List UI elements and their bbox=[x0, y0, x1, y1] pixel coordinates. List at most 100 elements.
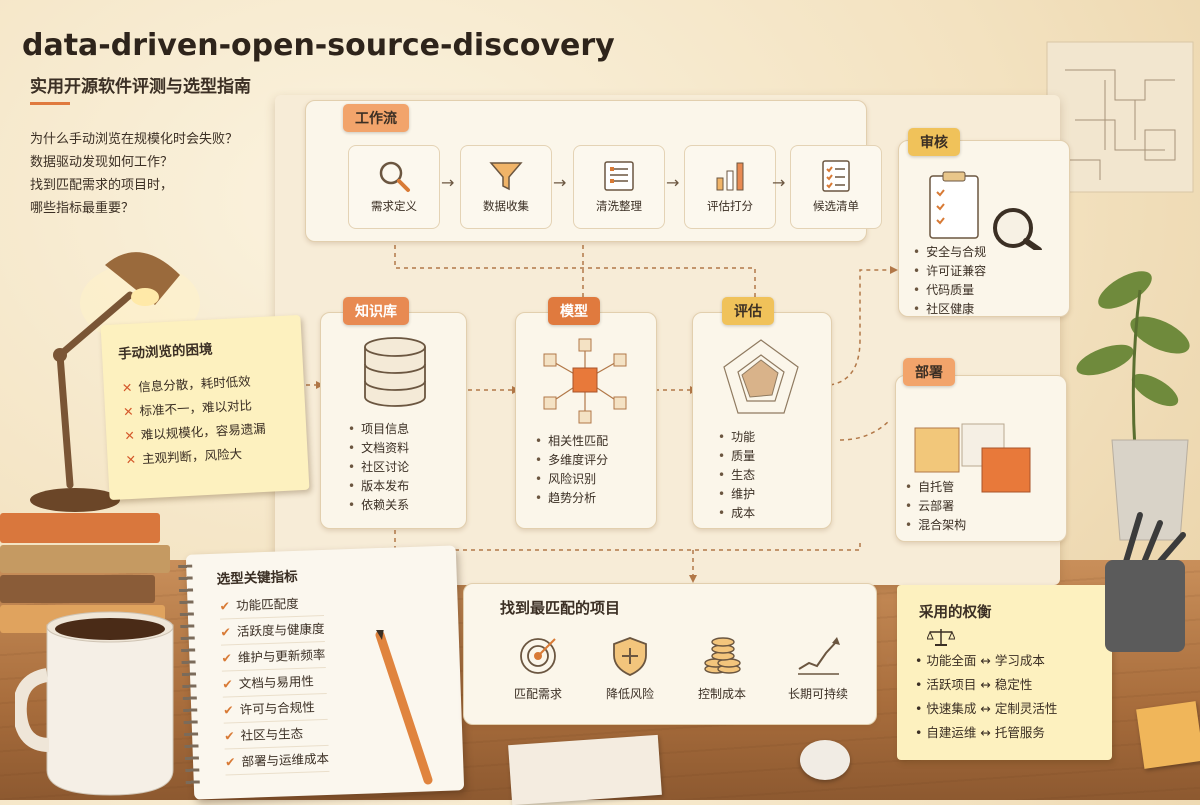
workflow-step-label: 需求定义 bbox=[371, 199, 417, 213]
evaluation-list: 功能 质量 生态 维护 成本 bbox=[718, 428, 755, 523]
pain-note-title: 手动浏览的困境 bbox=[117, 341, 213, 363]
tradeoff-right: 定制灵活性 bbox=[994, 701, 1058, 716]
workflow-step-label: 清洗整理 bbox=[596, 199, 642, 213]
arrow-right-icon: → bbox=[553, 173, 567, 192]
review-item: 许可证兼容 bbox=[913, 262, 986, 281]
metrics-list: 功能匹配度 活跃度与健康度 维护与更新频率 文档与易用性 许可与合规性 社区与生… bbox=[219, 590, 330, 776]
metric-item: 功能匹配度 bbox=[219, 590, 325, 620]
pain-points-note: 手动浏览的困境 信息分散，耗时低效 标准不一，难以对比 难以规模化，容易遗漏 主… bbox=[100, 314, 310, 501]
trend-icon bbox=[798, 637, 840, 675]
arrow-right-icon: → bbox=[441, 173, 455, 192]
review-item: 安全与合规 bbox=[913, 243, 986, 262]
question-3: 找到匹配需求的项目时， bbox=[30, 178, 174, 193]
metric-item: 社区与生态 bbox=[223, 719, 329, 750]
deploy-tag: 部署 bbox=[903, 358, 955, 386]
benefit-label: 降低风险 bbox=[605, 687, 654, 701]
search-icon bbox=[379, 161, 410, 192]
workflow-step-cleaning[interactable]: 清洗整理 bbox=[573, 145, 665, 229]
evaluation-item: 质量 bbox=[718, 447, 755, 466]
knowledge-item: 版本发布 bbox=[348, 477, 409, 496]
cubes-icon bbox=[914, 423, 1031, 493]
tradeoff-row: • 快速集成 ↔ 定制灵活性 bbox=[915, 701, 1058, 716]
model-list: 相关性匹配 多维度评分 风险识别 趋势分析 bbox=[535, 432, 608, 508]
workflow-step-collection[interactable]: 数据收集 bbox=[460, 145, 552, 229]
tradeoffs-rows: • 功能全面 ↔ 学习成本 • 活跃项目 ↔ 稳定性 • 快速集成 ↔ 定制灵活… bbox=[915, 649, 1057, 745]
workflow-step-label: 候选清单 bbox=[813, 199, 859, 213]
pen-cup bbox=[1105, 512, 1186, 652]
model-item: 趋势分析 bbox=[535, 489, 608, 508]
workflow-tag: 工作流 bbox=[343, 104, 409, 132]
intro-questions: 为什么手动浏览在规模化时会失败？ 数据驱动发现如何工作？ 找到匹配需求的项目时，… bbox=[30, 128, 238, 220]
tradeoff-right: 托管服务 bbox=[994, 725, 1045, 740]
review-item: 代码质量 bbox=[913, 281, 986, 300]
page-title: data-driven-open-source-discovery bbox=[22, 28, 615, 63]
tradeoff-left: 功能全面 bbox=[926, 653, 977, 668]
workflow-step-label: 评估打分 bbox=[707, 199, 753, 213]
review-list: 安全与合规 许可证兼容 代码质量 社区健康 bbox=[913, 243, 986, 319]
scale-icon bbox=[927, 629, 955, 646]
subtitle-underline bbox=[30, 102, 70, 105]
review-item: 社区健康 bbox=[913, 300, 986, 319]
metric-item: 活跃度与健康度 bbox=[220, 615, 325, 646]
evaluation-item: 生态 bbox=[718, 466, 755, 485]
tradeoffs-title: 采用的权衡 bbox=[919, 605, 992, 621]
tradeoff-right: 学习成本 bbox=[994, 653, 1045, 668]
deploy-list: 自托管 云部署 混合架构 bbox=[905, 478, 966, 535]
model-item: 风险识别 bbox=[535, 470, 608, 489]
sticky-pad bbox=[1136, 701, 1200, 769]
workflow-step-scoring[interactable]: 评估打分 bbox=[684, 145, 776, 229]
table-icon bbox=[604, 161, 634, 191]
tradeoff-left: 自建运维 bbox=[926, 725, 977, 740]
knowledge-item: 依赖关系 bbox=[348, 496, 409, 515]
tradeoff-arrow-icon: ↔ bbox=[980, 677, 991, 692]
database-icon bbox=[364, 337, 426, 407]
benefit-label: 长期可持续 bbox=[787, 687, 848, 701]
tradeoff-arrow-icon: ↔ bbox=[980, 725, 991, 740]
clipboard-magnifier-icon bbox=[929, 171, 1042, 250]
pain-list: 信息分散，耗时低效 标准不一，难以对比 难以规模化，容易遗漏 主观判断，风险大 bbox=[121, 369, 267, 472]
knowledge-item: 社区讨论 bbox=[348, 458, 409, 477]
tradeoff-arrow-icon: ↔ bbox=[980, 653, 991, 668]
radar-chart-icon bbox=[723, 339, 799, 414]
model-item: 相关性匹配 bbox=[535, 432, 608, 451]
metric-item: 部署与运维成本 bbox=[224, 745, 330, 776]
paper-slip bbox=[508, 734, 662, 805]
pencil bbox=[375, 630, 433, 785]
benefit-risk: 降低风险 bbox=[590, 635, 670, 702]
network-cube-icon bbox=[543, 338, 627, 424]
tradeoff-row: • 功能全面 ↔ 学习成本 bbox=[915, 653, 1045, 668]
deploy-item: 自托管 bbox=[905, 478, 966, 497]
best-match-card bbox=[463, 583, 877, 725]
tradeoff-left: 活跃项目 bbox=[926, 677, 977, 692]
arrow-right-icon: → bbox=[772, 173, 786, 192]
knowledge-list: 项目信息 文档资料 社区讨论 版本发布 依赖关系 bbox=[348, 420, 409, 515]
deploy-item: 混合架构 bbox=[905, 516, 966, 535]
blueprint-sketch bbox=[1046, 41, 1194, 193]
benefit-label: 控制成本 bbox=[697, 687, 746, 701]
tradeoffs-note: 采用的权衡 • 功能全面 ↔ 学习成本 • 活跃项目 ↔ 稳定性 • 快速集成 … bbox=[897, 585, 1112, 760]
deploy-item: 云部署 bbox=[905, 497, 966, 516]
evaluation-item: 功能 bbox=[718, 428, 755, 447]
checklist-icon bbox=[822, 160, 850, 192]
metric-item: 文档与易用性 bbox=[221, 667, 327, 698]
tradeoff-right: 稳定性 bbox=[994, 677, 1033, 692]
workflow-step-shortlist[interactable]: 候选清单 bbox=[790, 145, 882, 229]
model-tag: 模型 bbox=[548, 297, 600, 325]
model-item: 多维度评分 bbox=[535, 451, 608, 470]
evaluation-tag: 评估 bbox=[722, 297, 774, 325]
round-device bbox=[800, 740, 850, 780]
evaluation-card bbox=[692, 312, 832, 529]
tradeoff-left: 快速集成 bbox=[926, 701, 977, 716]
arrow-right-icon: → bbox=[666, 173, 680, 192]
knowledge-item: 项目信息 bbox=[348, 420, 409, 439]
evaluation-item: 成本 bbox=[718, 504, 755, 523]
tradeoff-arrow-icon: ↔ bbox=[980, 701, 991, 716]
funnel-icon bbox=[489, 162, 523, 191]
workflow-step-requirements[interactable]: 需求定义 bbox=[348, 145, 440, 229]
benefit-label: 匹配需求 bbox=[513, 687, 562, 701]
coins-icon bbox=[704, 637, 741, 674]
best-match-title: 找到最匹配的项目 bbox=[500, 599, 621, 617]
knowledge-tag: 知识库 bbox=[343, 297, 409, 325]
question-2: 数据驱动发现如何工作？ bbox=[30, 155, 174, 170]
target-icon bbox=[520, 638, 556, 674]
